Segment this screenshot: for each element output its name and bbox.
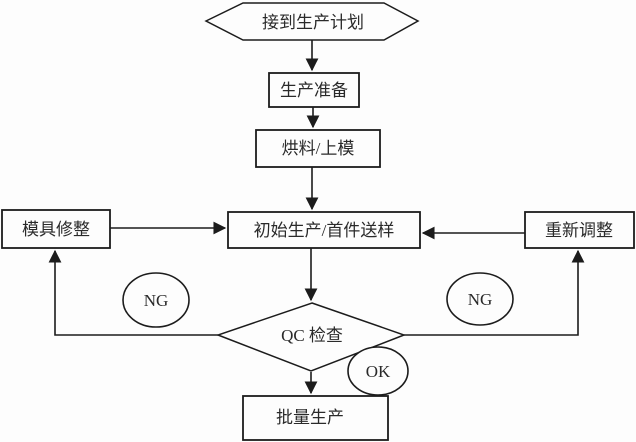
qc-check-label: QC 检查: [281, 326, 343, 345]
bake-label: 烘料/上模: [282, 139, 355, 158]
ng-right-label: NG: [468, 290, 493, 309]
edge-qc-readjust-ng-loop: [404, 249, 585, 336]
ok-circle: [347, 346, 409, 396]
start-label: 接到生产计划: [262, 13, 364, 32]
ng-left-circle: [122, 272, 190, 328]
readjust-box: [524, 211, 635, 249]
mold-fix-box: [1, 209, 111, 249]
mold-fix-label: 模具修整: [22, 220, 90, 239]
start-hexagon: [204, 2, 420, 41]
initial-production-box: [227, 211, 421, 249]
edge-qc-moldfix-ng-loop: [48, 249, 218, 336]
prep-label: 生产准备: [280, 81, 348, 100]
qc-check-diamond: [215, 302, 407, 372]
initial-production-label: 初始生产/首件送样: [254, 221, 395, 240]
bake-box: [255, 129, 381, 168]
mass-production-box: [242, 395, 389, 441]
ng-right-circle: [446, 272, 514, 326]
ng-left-label: NG: [144, 291, 169, 310]
readjust-label: 重新调整: [545, 221, 613, 240]
prep-box: [268, 72, 360, 108]
ok-label: OK: [366, 362, 391, 381]
mass-production-label: 批量生产: [276, 408, 344, 427]
